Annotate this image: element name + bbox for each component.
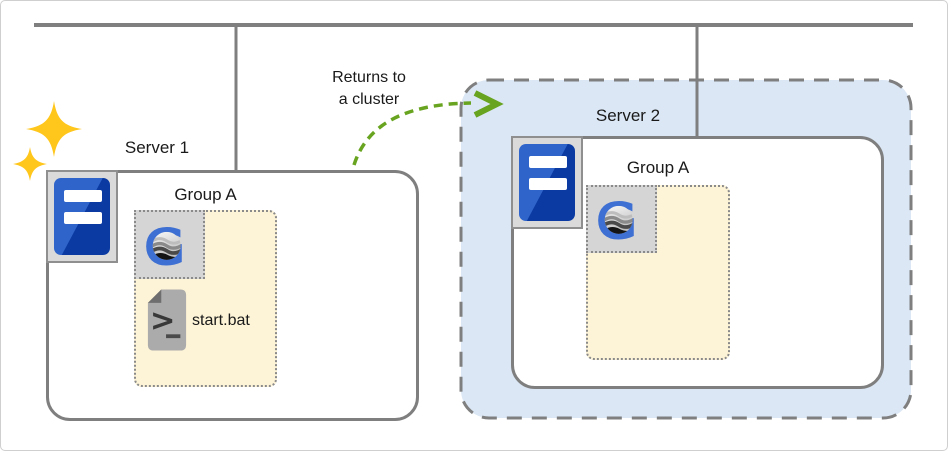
- server-icon-slot: [529, 156, 567, 168]
- server2-glassfish-tile: G: [586, 185, 657, 253]
- server-icon: [511, 136, 583, 229]
- batch-file-icon: >: [146, 288, 188, 357]
- server1-label: Server 1: [124, 138, 190, 157]
- server-icon-slot: [64, 190, 102, 202]
- arrow-head-icon: [473, 90, 504, 118]
- returns-arrow: [352, 101, 472, 166]
- server-icon: [46, 170, 118, 263]
- start-bat-label: start.bat: [192, 312, 250, 329]
- sparkles-icon: [13, 101, 82, 181]
- server2-label: Server 2: [595, 106, 661, 125]
- returns-annotation: Returns to a cluster: [289, 67, 449, 111]
- server1-group-label: Group A: [174, 185, 237, 204]
- glassfish-icon: G: [143, 218, 185, 272]
- server1-glassfish-tile: G: [134, 210, 205, 279]
- server-icon-body: [54, 178, 110, 255]
- svg-text:>: >: [150, 304, 176, 339]
- server2-group-label: Group A: [626, 158, 690, 177]
- server-icon-slot: [529, 178, 567, 190]
- returns-annotation-line2: a cluster: [338, 91, 400, 108]
- server-icon-body: [519, 144, 575, 221]
- returns-annotation-line1: Returns to: [332, 69, 406, 86]
- server-icon-slot: [64, 212, 102, 224]
- glassfish-icon: G: [595, 193, 637, 247]
